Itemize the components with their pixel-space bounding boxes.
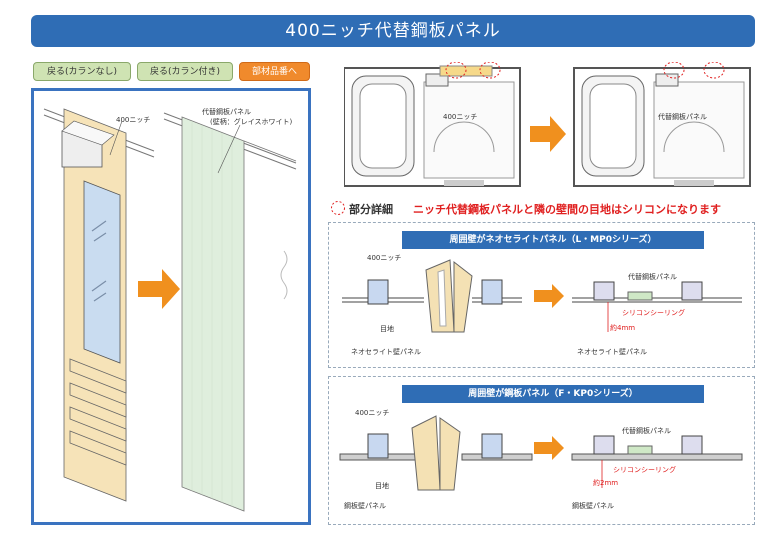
- panel-label-line1: 代替鋼板パネル: [202, 108, 251, 116]
- floor-plans: [344, 62, 751, 187]
- page-title: 400ニッチ代替鋼板パネル: [31, 15, 755, 47]
- s2-silicon-label: シリコンシーリング: [613, 466, 676, 474]
- s1-neo-left-label: ネオセライト壁パネル: [351, 348, 421, 356]
- section2-header: 周囲壁が鋼板パネル（F・KP0シリーズ）: [402, 385, 704, 403]
- s1-neo-right-label: ネオセライト壁パネル: [577, 348, 647, 356]
- back-no-column-button[interactable]: 戻る(カランなし): [33, 62, 131, 81]
- before-plan-label: 400ニッチ: [443, 113, 478, 121]
- niche-to-panel-illustration: [43, 108, 297, 512]
- s2-steel-right-label: 鋼板壁パネル: [572, 502, 614, 510]
- s2-niche-label: 400ニッチ: [355, 409, 390, 417]
- s2-joint-label: 目地: [375, 482, 389, 490]
- part-detail-label: 部分詳細: [349, 203, 393, 216]
- s1-replacement-label: 代替鋼板パネル: [628, 273, 677, 281]
- back-with-column-button[interactable]: 戻る(カラン付き): [137, 62, 233, 81]
- parts-number-button[interactable]: 部材品番へ: [239, 62, 310, 81]
- joint-note: ニッチ代替鋼板パネルと隣の壁間の目地はシリコンになります: [413, 203, 721, 216]
- s2-steel-left-label: 鋼板壁パネル: [344, 502, 386, 510]
- after-plan-label: 代替鋼板パネル: [658, 113, 707, 121]
- niche-label: 400ニッチ: [116, 116, 151, 124]
- section2-diagram: [339, 415, 743, 491]
- s1-niche-label: 400ニッチ: [367, 254, 402, 262]
- s2-gap-label: 約2mm: [593, 479, 619, 487]
- s2-replacement-label: 代替鋼板パネル: [622, 427, 671, 435]
- dashed-circle-icon: [331, 201, 345, 215]
- s1-joint-label: 目地: [380, 325, 394, 333]
- panel-label-line2: (壁柄：グレイスホワイト): [210, 118, 293, 126]
- s1-gap-label: 約4mm: [610, 324, 636, 332]
- s1-silicon-label: シリコンシーリング: [622, 309, 685, 317]
- section1-diagram: [342, 259, 742, 333]
- section1-header: 周囲壁がネオセライトパネル（L・MP0シリーズ）: [402, 231, 704, 249]
- wall-illustration-panel: 400ニッチ 代替鋼板パネル (壁柄：グレイスホワイト): [31, 88, 311, 525]
